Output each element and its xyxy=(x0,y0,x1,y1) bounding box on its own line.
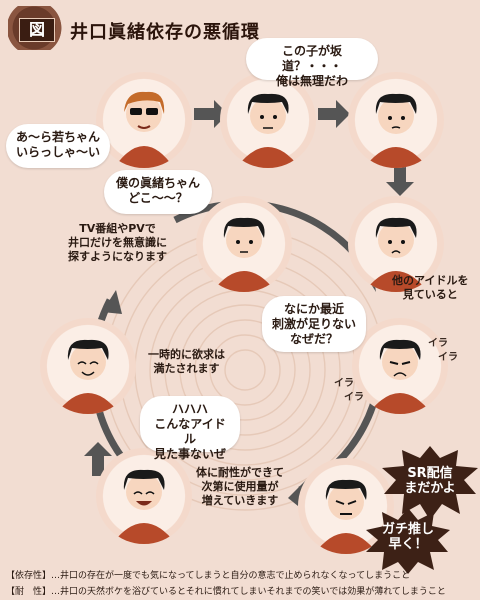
speech-bubble-2: この子が坂道？・・・ 俺は無理だわ xyxy=(246,38,378,88)
character-man-stressed xyxy=(368,339,432,414)
note-line: 体に耐性ができて xyxy=(196,466,284,479)
stress-mark: イラ xyxy=(344,392,364,403)
character-man xyxy=(364,93,428,168)
bubble-line: 見た事ないぜ xyxy=(153,447,226,461)
character-man-angry xyxy=(314,479,378,554)
legend-line-1: 【依存性】…井口の存在が一度でも気になってしまうと自分の意志で止められなくなって… xyxy=(6,571,411,581)
title-badge: 図 xyxy=(8,6,66,50)
arrow-head xyxy=(102,290,122,314)
arrow-right xyxy=(318,100,350,128)
character-man-laughing xyxy=(112,469,176,544)
note-line: 一時的に欲求は xyxy=(148,348,225,361)
speech-bubble-1: あ〜ら若ちゃん いらっしゃ〜い xyxy=(6,124,110,168)
arrow-right xyxy=(194,100,228,128)
stress-mark: イラ xyxy=(438,352,458,363)
page-title: 井口眞緒依存の悪循環 xyxy=(70,22,260,43)
legend-line-2: 【耐 性】…井口の天然ボケを浴びているとそれに慣れてしまいそれまでの笑いでは効果… xyxy=(6,587,446,597)
bubble-line: 刺激が足りない xyxy=(272,317,357,331)
character-circle-6 xyxy=(352,318,448,414)
arrow-left-up xyxy=(84,442,112,476)
character-circle-mama xyxy=(96,72,192,168)
note-line: 井口だけを無意識に xyxy=(68,236,167,249)
character-man xyxy=(212,217,276,292)
bubble-line: この子が坂道？・・・ xyxy=(281,44,342,73)
note-line: 他のアイドルを xyxy=(392,274,469,287)
burst-line: 早く！ xyxy=(388,537,428,552)
burst-shape-bottom xyxy=(366,508,450,574)
burst-line: SR配信 xyxy=(407,466,453,481)
character-circle-8 xyxy=(96,448,192,544)
speech-bubble-5: ハハハ こんなアイドル 見た事ないぜ xyxy=(140,396,240,461)
character-man xyxy=(364,217,428,292)
bubble-line: なにか最近 xyxy=(283,302,344,316)
note-line: 次第に使用量が xyxy=(201,480,279,493)
note-2: TV番組やPVで 井口だけを無意識に 探すようになります xyxy=(68,222,167,264)
bubble-line: いらっしゃ〜い xyxy=(16,145,101,159)
bubble-line: なぜだ？ xyxy=(289,332,338,346)
note-line: 見ていると xyxy=(402,288,458,301)
note-3: 一時的に欲求は 満たされます xyxy=(148,348,225,376)
bubble-line: 俺は無理だわ xyxy=(275,74,348,88)
burst-label-top: SR配信 まだかよ xyxy=(392,466,468,496)
burst-line: ガチ推し xyxy=(381,522,434,537)
note-1: 他のアイドルを 見ていると xyxy=(392,274,468,302)
note-line: 満たされます xyxy=(153,362,220,375)
burst-label-bottom: ガチ推し 早く！ xyxy=(372,522,444,552)
speech-bubble-4: なにか最近 刺激が足りない なぜだ？ xyxy=(262,296,366,352)
stress-mark: イラ xyxy=(334,378,354,389)
note-line: 探すようになります xyxy=(68,250,167,263)
bubble-line: こんなアイドル xyxy=(154,417,226,446)
stress-mark: イラ xyxy=(428,338,448,349)
character-circle-2 xyxy=(220,72,316,168)
bubble-line: 僕の眞緒ちゃん xyxy=(115,176,200,190)
bubble-line: どこ〜〜？ xyxy=(128,191,188,205)
note-line: TV番組やPVで xyxy=(79,222,156,235)
burst-line: まだかよ xyxy=(404,481,456,496)
speech-bubble-3: 僕の眞緒ちゃん どこ〜〜？ xyxy=(104,170,212,214)
character-circle-4 xyxy=(348,196,444,292)
character-man xyxy=(236,93,300,168)
note-line: 増えていきます xyxy=(201,494,279,507)
character-man-happy xyxy=(56,339,120,414)
note-4: 体に耐性ができて 次第に使用量が 増えていきます xyxy=(196,466,284,508)
character-circle-7 xyxy=(40,318,136,414)
badge-label: 図 xyxy=(19,18,55,42)
burst-shape-top xyxy=(382,446,478,520)
character-mama xyxy=(114,91,174,168)
arrow-down xyxy=(386,164,414,196)
bubble-line: あ〜ら若ちゃん xyxy=(16,130,101,144)
character-circle-3 xyxy=(348,72,444,168)
character-circle-5 xyxy=(196,196,292,292)
bubble-line: ハハハ xyxy=(171,402,208,416)
